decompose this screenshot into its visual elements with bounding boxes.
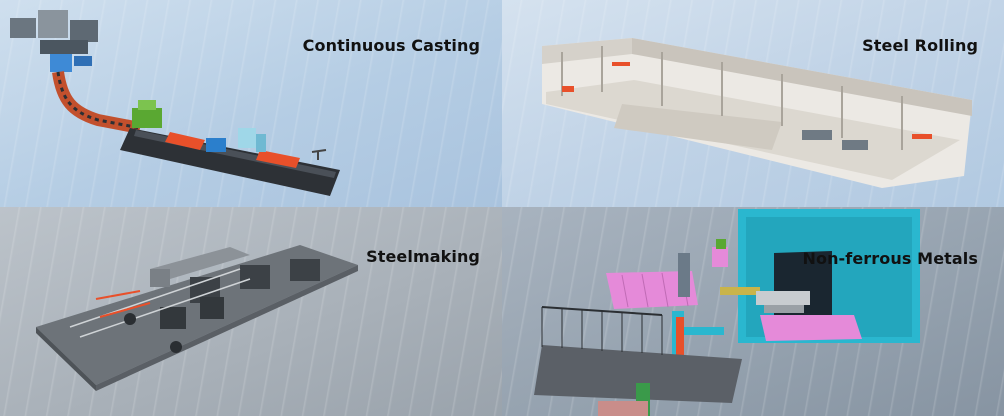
- tile-label: Continuous Casting: [302, 36, 480, 55]
- tile-label: Steelmaking: [366, 247, 480, 266]
- tile-steel-rolling[interactable]: Steel Rolling: [502, 0, 1004, 207]
- tile-steelmaking[interactable]: Steelmaking: [0, 207, 502, 416]
- tile-label: Steel Rolling: [862, 36, 978, 55]
- tile-non-ferrous-metals[interactable]: Non-ferrous Metals: [502, 207, 1004, 416]
- non-ferrous-illustration: [534, 209, 920, 416]
- steel-rolling-illustration: [542, 38, 972, 188]
- tile-label: Non-ferrous Metals: [802, 249, 978, 268]
- continuous-casting-illustration: [10, 10, 340, 196]
- steelmaking-illustration: [36, 245, 358, 391]
- tile-continuous-casting[interactable]: Continuous Casting: [0, 0, 502, 207]
